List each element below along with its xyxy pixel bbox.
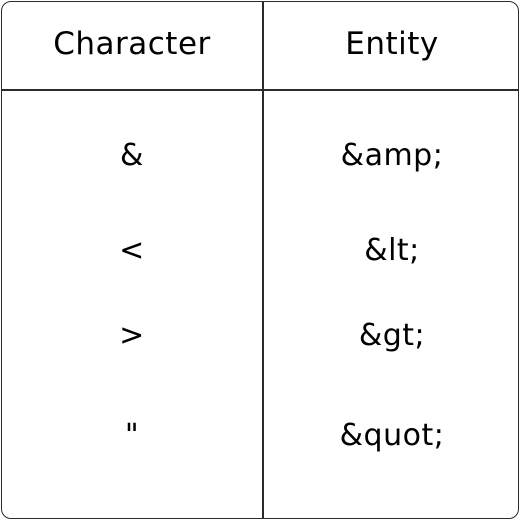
cell-character-less-than: < (119, 232, 145, 268)
cell-entity-lt: &lt; (364, 232, 420, 268)
cell-character-quote: " (124, 417, 140, 453)
header-entity: Entity (345, 26, 439, 62)
cell-entity-quot: &quot; (339, 417, 445, 453)
cell-entity-amp: &amp; (340, 137, 444, 173)
header-divider (2, 89, 518, 91)
column-divider (262, 2, 264, 518)
header-character: Character (53, 26, 211, 62)
cell-character-greater-than: > (119, 317, 145, 353)
cell-character-ampersand: & (120, 137, 144, 173)
cell-entity-gt: &gt; (358, 317, 426, 353)
